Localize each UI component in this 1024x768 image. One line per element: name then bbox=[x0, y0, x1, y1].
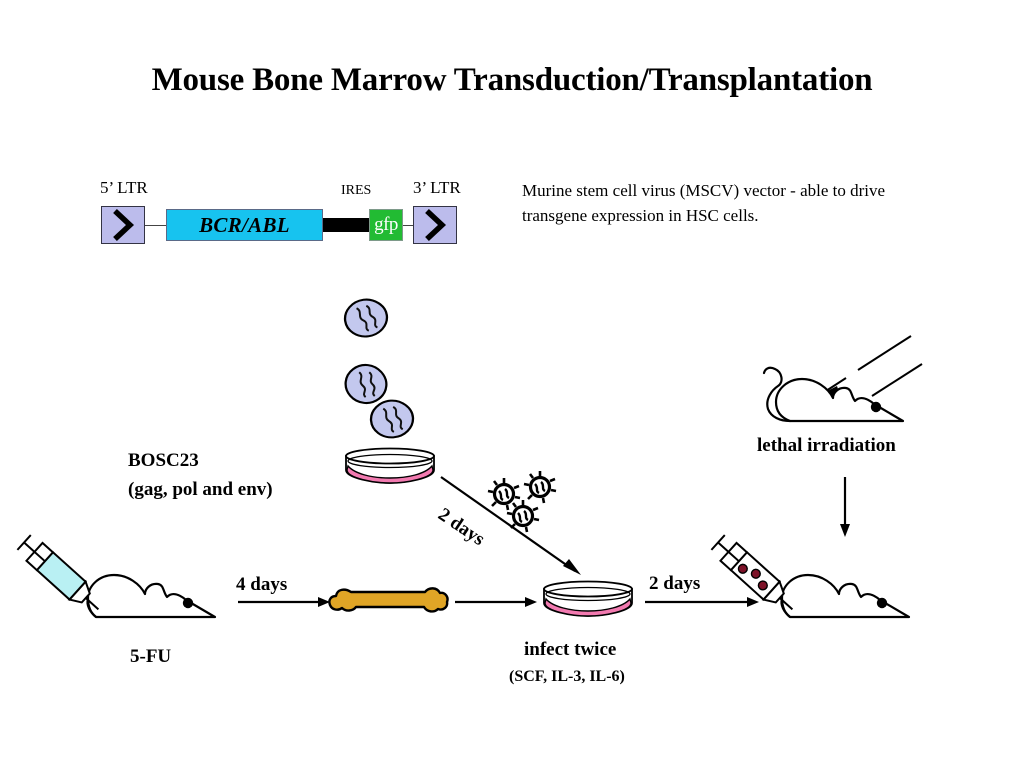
label-cytokines: (SCF, IL-3, IL-6) bbox=[509, 668, 625, 685]
arrow-bone-to-dish bbox=[455, 597, 537, 607]
five-prime-ltr-box bbox=[101, 206, 145, 244]
vector-description-text: Murine stem cell virus (MSCV) vector - a… bbox=[522, 181, 886, 225]
arrow-irradiation-to-transplant bbox=[840, 477, 850, 537]
virus-particle-group bbox=[343, 298, 415, 439]
chevron-right-icon bbox=[113, 208, 135, 242]
label-three-prime-ltr: 3’ LTR bbox=[413, 178, 461, 197]
syringe-with-cells-icon bbox=[710, 534, 794, 611]
mouse-body-icon bbox=[86, 573, 217, 619]
culture-dish-upper bbox=[345, 447, 435, 484]
mouse-5fu-injection bbox=[16, 534, 217, 619]
irradiation-beam bbox=[816, 335, 912, 397]
virus-particle bbox=[343, 298, 389, 338]
ires-element-bar bbox=[323, 218, 369, 232]
mouse-body-icon bbox=[780, 573, 911, 619]
arrow-2-days-horizontal bbox=[645, 597, 759, 607]
arrow-4-days bbox=[238, 597, 330, 607]
label-2-days-horizontal: 2 days bbox=[649, 573, 701, 594]
retrovirus-particle bbox=[506, 500, 540, 533]
irradiation-arrows bbox=[816, 335, 923, 422]
label-2-days-diagonal: 2 days bbox=[434, 504, 489, 551]
irradiation-beam bbox=[833, 363, 923, 422]
label-5-fu: 5-FU bbox=[130, 646, 172, 667]
mouse-irradiated bbox=[762, 366, 905, 423]
three-prime-ltr-box bbox=[413, 206, 457, 244]
chevron-right-icon bbox=[425, 208, 447, 242]
label-ires: IRES bbox=[341, 183, 372, 198]
label-infect-twice: infect twice bbox=[524, 639, 617, 660]
construct-connector-left bbox=[145, 225, 167, 226]
virus-particle bbox=[369, 399, 415, 439]
bcr-abl-gene-box: BCR/ABL bbox=[166, 209, 323, 241]
page-title: Mouse Bone Marrow Transduction/Transplan… bbox=[151, 62, 873, 98]
culture-dish-lower bbox=[543, 580, 633, 617]
mouse-transplant-recipient bbox=[710, 534, 911, 619]
construct-connector-right bbox=[403, 225, 414, 226]
label-bosc23-subtitle: (gag, pol and env) bbox=[128, 479, 273, 500]
syringe-icon bbox=[16, 534, 100, 611]
label-4-days: 4 days bbox=[236, 574, 288, 595]
retrovirus-particle bbox=[487, 478, 521, 511]
virus-particle bbox=[344, 364, 388, 404]
bone-icon bbox=[328, 587, 449, 613]
label-lethal-irradiation: lethal irradiation bbox=[757, 435, 896, 456]
retrovirus-particle bbox=[523, 471, 557, 504]
gfp-reporter-box: gfp bbox=[369, 209, 403, 241]
retrovirus-particle-group bbox=[487, 471, 557, 533]
label-bosc23: BOSC23 bbox=[128, 450, 199, 471]
label-five-prime-ltr: 5’ LTR bbox=[100, 178, 148, 197]
